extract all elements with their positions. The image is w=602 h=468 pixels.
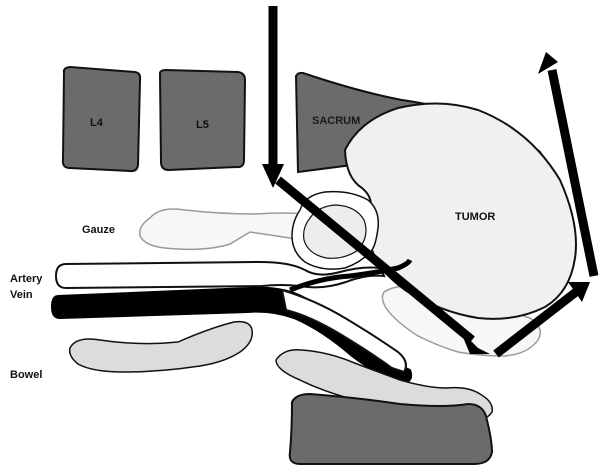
gauze-upper [140, 209, 318, 249]
vein-label: Vein [10, 289, 33, 301]
bowel-upper [70, 322, 253, 372]
l4-label: L4 [90, 117, 104, 129]
bowel-label: Bowel [10, 369, 42, 381]
l5-label: L5 [196, 119, 209, 131]
artery-label: Artery [10, 273, 43, 285]
sacrum-label: SACRUM [312, 115, 360, 127]
gauze-label: Gauze [82, 224, 115, 236]
pelvic-bone-lower [290, 394, 492, 464]
tumor-label: TUMOR [455, 211, 495, 223]
